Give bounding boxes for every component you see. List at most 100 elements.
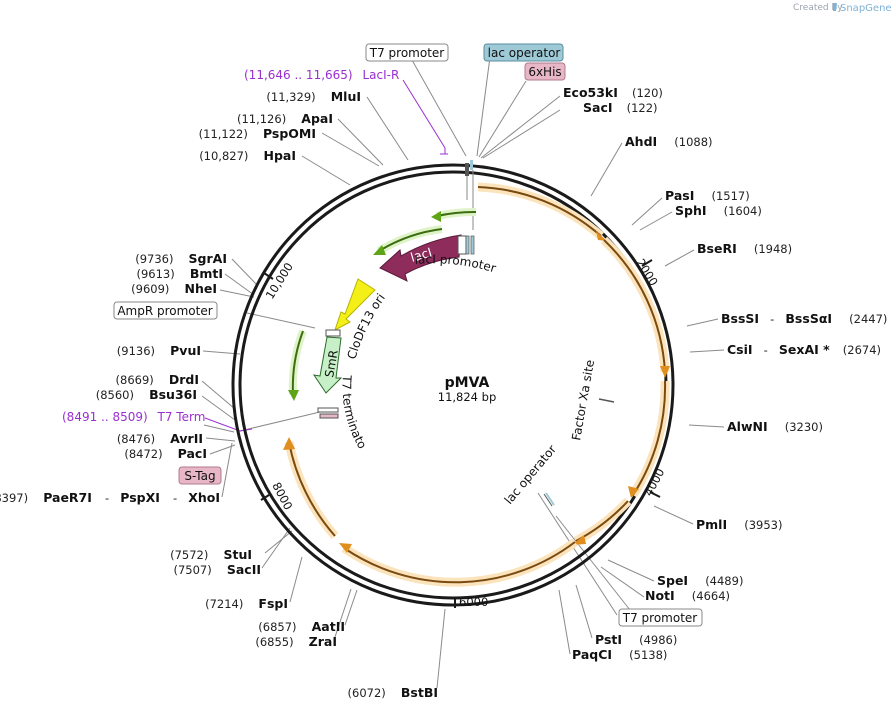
laci-label: lacI <box>409 244 434 264</box>
enzyme-eco53ki[interactable]: Eco53kI (120) <box>563 82 663 101</box>
enzyme-sgrai-name: SgrAI <box>189 251 227 266</box>
plasmid-name: pMVA <box>445 375 490 391</box>
orf-arrows <box>283 182 670 587</box>
enzyme-paqci[interactable]: PaqCI (5138) <box>572 644 667 663</box>
his-tag-box: 6xHis <box>524 62 566 81</box>
enzyme-psti-name: PstI <box>595 632 622 647</box>
enzyme-avrii-name: AvrII <box>170 431 203 446</box>
enzyme-sacii[interactable]: (7507) SacII <box>174 559 262 578</box>
enzyme-csii-pos: (2674) <box>843 343 881 357</box>
enzyme-pspxi-name: PspXI <box>120 490 160 505</box>
enzyme-paci-name: PacI <box>178 446 207 461</box>
enzyme-aatii[interactable]: (6857) AatII <box>258 616 345 635</box>
enzyme-bsu36i[interactable]: (8560) Bsu36I <box>96 384 197 403</box>
t7-term-range: (8491 .. 8509) <box>62 410 148 424</box>
enzyme-paci[interactable]: (8472) PacI <box>124 443 207 462</box>
ampr-promoter-label: AmpR promoter <box>117 304 212 318</box>
t7-promoter-bottom-label: T7 promoter <box>622 611 698 625</box>
enzyme-avrii[interactable]: (8476) AvrII <box>117 428 203 447</box>
enzyme-alwni-name: AlwNI <box>727 419 768 434</box>
enzyme-pspomi-name: PspOMI <box>263 126 316 141</box>
enzyme-zrai[interactable]: (6855) ZraI <box>255 631 337 650</box>
enzyme-csii-sep: - <box>764 343 768 357</box>
enzyme-sphi[interactable]: SphI (1604) <box>675 200 762 219</box>
enzyme-apai[interactable]: (11,126) ApaI <box>237 108 333 127</box>
enzyme-sphi-name: SphI <box>675 203 707 218</box>
enzyme-saci[interactable]: SacI (122) <box>583 97 658 116</box>
enzyme-hpai[interactable]: (10,827) HpaI <box>199 145 296 164</box>
factor-xa-label: Factor Xa site <box>569 359 597 442</box>
enzyme-bseri-name: BseRI <box>697 241 737 256</box>
enzyme-zrai-pos: (6855) <box>255 635 293 649</box>
enzyme-nhei-name: NheI <box>185 281 218 296</box>
enzyme-ahdi[interactable]: AhdI (1088) <box>625 131 713 150</box>
enzyme-bseri-pos: (1948) <box>754 242 792 256</box>
enzyme-drdi[interactable]: (8669) DrdI <box>116 369 199 388</box>
enzyme-psti[interactable]: PstI (4986) <box>595 629 677 648</box>
enzyme-hpai-name: HpaI <box>264 148 297 163</box>
enzyme-hpai-pos: (10,827) <box>199 149 248 163</box>
enzyme-pmli-pos: (3953) <box>744 518 782 532</box>
enzyme-noti[interactable]: NotI (4664) <box>645 585 730 604</box>
enzyme-mlui-name: MluI <box>331 89 361 104</box>
enzyme-bsssi-name: BssSI <box>721 311 759 326</box>
enzyme-apai-pos: (11,126) <box>237 112 286 126</box>
enzyme-mlui-pos: (11,329) <box>266 90 315 104</box>
ruler-tick-marks <box>260 259 661 608</box>
enzyme-fspi[interactable]: (7214) FspI <box>205 593 288 612</box>
enzyme-pspomi[interactable]: (11,122) PspOMI <box>199 123 316 142</box>
enzyme-pmli[interactable]: PmlI (3953) <box>696 514 782 533</box>
enzyme-sgrai[interactable]: (9736) SgrAI <box>135 248 227 267</box>
enzyme-pvui[interactable]: (9136) PvuI <box>117 340 201 359</box>
enzyme-paci-pos: (8472) <box>124 447 162 461</box>
enzyme-apai-name: ApaI <box>301 111 333 126</box>
created-by-text: Created by <box>793 3 843 13</box>
enzyme-csii[interactable]: CsiI - SexAI * (2674) <box>727 339 881 358</box>
enzyme-bstbi[interactable]: (6072) BstBI <box>348 682 438 701</box>
enzyme-drdi-name: DrdI <box>169 372 199 387</box>
enzyme-nhei[interactable]: (9609) NheI <box>131 278 217 297</box>
enzyme-xhoi-pos: (8397) <box>0 491 28 505</box>
lac-operator-inner-marker <box>543 492 555 507</box>
tick-label-6000: 6000 <box>459 595 488 609</box>
ampr-promoter-box: AmpR promoter <box>113 301 218 320</box>
enzyme-spei[interactable]: SpeI (4489) <box>657 570 743 589</box>
enzyme-alwni-pos: (3230) <box>785 420 823 434</box>
enzyme-spei-name: SpeI <box>657 573 688 588</box>
enzyme-stui-pos: (7572) <box>170 548 208 562</box>
primer-leaders <box>204 79 448 432</box>
enzyme-paqci-pos: (5138) <box>629 648 667 662</box>
enzyme-bmti[interactable]: (9613) BmtI <box>136 263 223 282</box>
clodf13-ori-feature <box>334 278 376 332</box>
enzyme-bseri[interactable]: BseRI (1948) <box>697 238 792 257</box>
enzyme-psti-pos: (4986) <box>639 633 677 647</box>
enzyme-saci-name: SacI <box>583 100 613 115</box>
his-tag-label: 6xHis <box>528 65 561 79</box>
enzyme-pspomi-pos: (11,122) <box>199 127 248 141</box>
enzyme-pasi[interactable]: PasI (1517) <box>665 185 750 204</box>
enzyme-stui[interactable]: (7572) StuI <box>170 544 252 563</box>
laci-r-primer-label: (11,646 .. 11,665) LacI-R <box>244 68 399 82</box>
factor-xa-marker <box>598 398 615 403</box>
tick-label-8000: 8000 <box>269 480 295 512</box>
t7-promoter-top-box: T7 promoter <box>365 43 449 62</box>
laci-r-name: LacI-R <box>362 68 399 82</box>
enzyme-mlui[interactable]: (11,329) MluI <box>266 86 361 105</box>
enzyme-xhoi-sep2: - <box>173 491 177 505</box>
enzyme-sacii-pos: (7507) <box>174 563 212 577</box>
laci-promoter-marker <box>457 235 475 255</box>
mcs-marks <box>465 160 474 230</box>
enzyme-stui-name: StuI <box>223 547 252 562</box>
enzyme-csii-name: CsiI <box>727 342 753 357</box>
t7-term-name: T7 Term <box>157 410 206 424</box>
enzyme-sgrai-pos: (9736) <box>135 252 173 266</box>
enzyme-bsssi[interactable]: BssSI - BssSαI (2447) <box>721 308 887 327</box>
lac-operator-inner-label: lac operator <box>502 442 560 507</box>
lac-operator-top-label: lac operator <box>488 46 561 60</box>
enzyme-xhoi-group[interactable]: (8397) PaeR7I - PspXI - XhoI <box>0 487 220 506</box>
green-promoter-arrows <box>288 207 477 401</box>
enzyme-alwni[interactable]: AlwNI (3230) <box>727 416 823 435</box>
enzyme-fspi-name: FspI <box>258 596 288 611</box>
enzyme-sacii-name: SacII <box>227 562 261 577</box>
